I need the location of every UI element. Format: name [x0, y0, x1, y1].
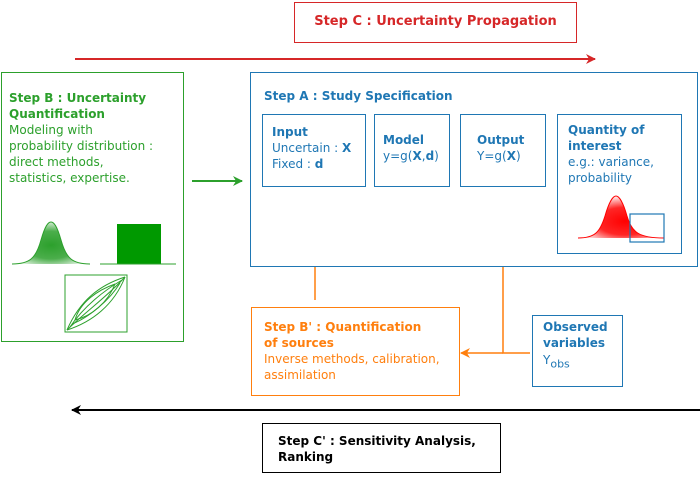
- observed-symbol: Yobs: [543, 352, 570, 372]
- step-b-desc-line3: direct methods,: [9, 155, 104, 169]
- observed-title-line1: Observed: [543, 320, 608, 334]
- output-box: Output Y=g(X): [460, 114, 546, 187]
- copula-contour-icon: [64, 274, 128, 333]
- step-b-title-line1: Step B : Uncertainty: [9, 91, 147, 105]
- input-box: Input Uncertain : X Fixed : d: [262, 114, 366, 187]
- model-box: Model y=g(X,d): [374, 114, 450, 187]
- step-c-prime-box: Step C' : Sensitivity Analysis, Ranking: [262, 423, 501, 473]
- input-fixed-line: Fixed : d: [272, 156, 323, 172]
- step-b-title-line2: Quantification: [9, 107, 105, 121]
- step-c-box: Step C : Uncertainty Propagation: [294, 2, 577, 43]
- model-eq-x: X: [412, 149, 422, 163]
- input-title: Input: [272, 125, 308, 139]
- tail-probability-highlight: [629, 213, 665, 243]
- qoi-title-line2: interest: [568, 139, 622, 153]
- output-pdf-icon: [577, 195, 665, 239]
- step-b-prime-title-line1: Step B' : Quantification: [264, 320, 422, 334]
- step-b-prime-desc-line2: assimilation: [264, 368, 336, 382]
- input-uncertain-var: X: [341, 141, 352, 155]
- qoi-desc-line1: e.g.: variance,: [568, 155, 654, 169]
- step-b-prime-box: Step B' : Quantification of sources Inve…: [251, 307, 460, 396]
- step-b-desc-line2: probability distribution :: [9, 139, 154, 153]
- model-eq-d: d: [425, 149, 435, 163]
- input-uncertain-label: Uncertain :: [272, 141, 342, 155]
- qoi-desc-line2: probability: [568, 171, 633, 185]
- output-eq-x: X: [506, 149, 516, 163]
- input-fixed-var: d: [314, 157, 324, 171]
- output-title: Output: [477, 133, 525, 147]
- step-b-prime-title-line2: of sources: [264, 336, 334, 350]
- step-b-box: Step B : Uncertainty Quantification Mode…: [1, 72, 184, 342]
- step-c-prime-title-line2: Ranking: [278, 450, 334, 464]
- step-c-prime-title-line1: Step C' : Sensitivity Analysis,: [278, 434, 476, 448]
- observed-symbol-subscript: obs: [550, 357, 570, 371]
- uniform-pdf-icon: [100, 224, 176, 265]
- step-b-prime-desc-line1: Inverse methods, calibration,: [264, 352, 440, 366]
- step-c-title: Step C : Uncertainty Propagation: [314, 14, 557, 29]
- output-eq-prefix: Y=g(: [477, 149, 507, 163]
- gaussian-pdf-icon: [11, 221, 91, 265]
- input-fixed-label: Fixed :: [272, 157, 315, 171]
- step-a-title: Step A : Study Specification: [264, 89, 453, 103]
- model-eq-prefix: y=g(: [383, 149, 413, 163]
- observed-title-line2: variables: [543, 336, 606, 350]
- model-equation: y=g(X,d): [383, 148, 439, 164]
- step-b-desc-line1: Modeling with: [9, 123, 93, 137]
- step-b-desc-line4: statistics, expertise.: [9, 171, 130, 185]
- model-eq-suffix: ): [434, 149, 439, 163]
- output-equation: Y=g(X): [477, 148, 521, 164]
- model-title: Model: [383, 133, 425, 147]
- model-eq-sep: ,: [421, 149, 426, 163]
- observed-symbol-base: Y: [543, 353, 551, 367]
- qoi-title-line1: Quantity of: [568, 123, 645, 137]
- input-uncertain-line: Uncertain : X: [272, 140, 351, 156]
- output-eq-suffix: ): [515, 149, 521, 163]
- observed-variables-box: Observed variables Yobs: [532, 315, 623, 387]
